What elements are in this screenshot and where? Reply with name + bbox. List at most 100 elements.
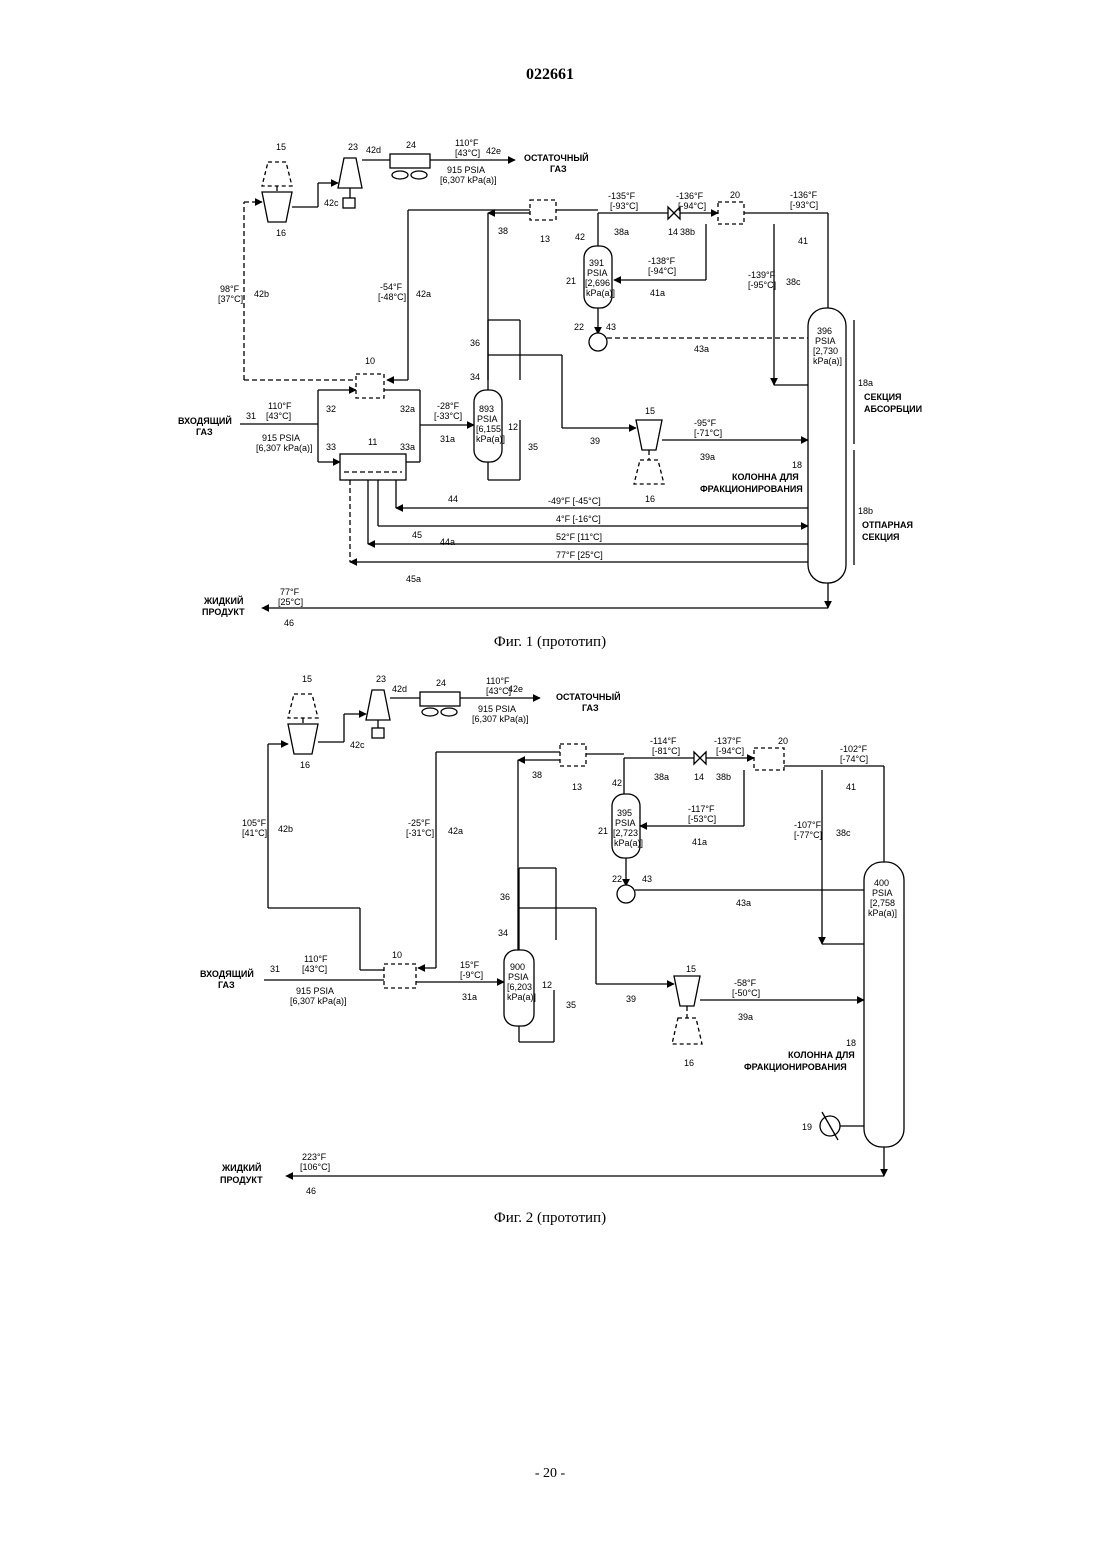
- svg-text:400: 400: [874, 878, 889, 888]
- svg-text:СЕКЦИЯ: СЕКЦИЯ: [862, 532, 900, 542]
- svg-text:ПРОДУКТ: ПРОДУКТ: [220, 1175, 263, 1185]
- svg-text:35: 35: [566, 1000, 576, 1010]
- svg-text:20: 20: [778, 736, 788, 746]
- svg-text:[43°C]: [43°C]: [486, 686, 511, 696]
- svg-text:[6,307 kPa(a)]: [6,307 kPa(a)]: [290, 996, 347, 1006]
- svg-text:ПРОДУКТ: ПРОДУКТ: [202, 607, 245, 617]
- heat-exchanger-13: [530, 200, 556, 220]
- svg-text:18: 18: [846, 1038, 856, 1048]
- svg-text:kPa(a)]: kPa(a)]: [813, 356, 842, 366]
- svg-text:223°F: 223°F: [302, 1152, 327, 1162]
- tag-22: 22: [574, 322, 584, 332]
- svg-text:16: 16: [300, 760, 310, 770]
- svg-text:39a: 39a: [738, 1012, 753, 1022]
- svg-text:ГАЗ: ГАЗ: [218, 980, 235, 990]
- svg-text:395: 395: [617, 808, 632, 818]
- compressor-23-fig2: [366, 690, 390, 720]
- tag-13: 13: [540, 234, 550, 244]
- svg-text:893: 893: [479, 404, 494, 414]
- svg-text:kPa(a)]: kPa(a)]: [868, 908, 897, 918]
- svg-text:[-81°C]: [-81°C]: [652, 746, 680, 756]
- svg-text:[25°C]: [25°C]: [278, 597, 303, 607]
- tag-15: 15: [276, 142, 286, 152]
- residue-pressure: 915 PSIA: [447, 165, 485, 175]
- svg-text:-58°F: -58°F: [734, 978, 757, 988]
- compressor-16: [262, 192, 292, 222]
- tag-44: 44: [448, 494, 458, 504]
- svg-text:[6,307 kPa(a)]: [6,307 kPa(a)]: [472, 714, 529, 724]
- tag-18a: 18a: [858, 378, 873, 388]
- tag-33: 33: [326, 442, 336, 452]
- svg-text:[43°C]: [43°C]: [302, 964, 327, 974]
- svg-text:391: 391: [589, 258, 604, 268]
- svg-text:15: 15: [302, 674, 312, 684]
- tag-42b: 42b: [254, 289, 269, 299]
- figure-1-caption: Фиг. 1 (прототип): [0, 634, 1100, 651]
- svg-text:43a: 43a: [736, 898, 751, 908]
- air-cooler-24: [390, 154, 430, 168]
- tag-44a: 44a: [440, 537, 455, 547]
- stripping-section-label: ОТПАРНАЯ: [862, 520, 913, 530]
- svg-text:13: 13: [572, 782, 582, 792]
- svg-text:[6,203: [6,203: [507, 982, 532, 992]
- expander-15-fig2: [674, 976, 700, 1006]
- tag-35: 35: [528, 442, 538, 452]
- tag-33a: 33a: [400, 442, 415, 452]
- heat-exchanger-10-fig2: [384, 964, 416, 988]
- s38a-temp: -135°F: [608, 191, 636, 201]
- s42b-temp: 98°F: [220, 284, 240, 294]
- tag-41: 41: [798, 236, 808, 246]
- tag-20: 20: [730, 190, 740, 200]
- svg-text:kPa(a)]: kPa(a)]: [614, 838, 643, 848]
- figure-1: 15 16 23 24 42d 42e 42c 110°F [43°C] 915…: [178, 138, 922, 628]
- tag-24: 24: [406, 140, 416, 150]
- tag-38a: 38a: [614, 227, 629, 237]
- svg-text:77°F: 77°F: [280, 587, 300, 597]
- tag-36: 36: [470, 338, 480, 348]
- svg-text:915 PSIA: 915 PSIA: [296, 986, 334, 996]
- tag-16: 16: [276, 228, 286, 238]
- svg-text:PSIA: PSIA: [872, 888, 893, 898]
- svg-text:19: 19: [802, 1122, 812, 1132]
- residue-gas-label: ОСТАТОЧНЫЙ: [524, 152, 589, 163]
- air-cooler-24-fig2: [420, 692, 460, 706]
- tag-42a: 42a: [416, 289, 431, 299]
- svg-text:[-71°C]: [-71°C]: [694, 428, 722, 438]
- heat-exchanger-10: [356, 374, 384, 398]
- svg-text:110°F: 110°F: [304, 954, 328, 964]
- svg-text:[-95°C]: [-95°C]: [748, 280, 776, 290]
- svg-text:ГАЗ: ГАЗ: [550, 164, 567, 174]
- s42a-temp: -54°F: [380, 282, 403, 292]
- tag-42: 42: [575, 232, 585, 242]
- svg-text:16: 16: [684, 1058, 694, 1068]
- svg-text:[2,730: [2,730: [813, 346, 838, 356]
- tag-31: 31: [246, 411, 256, 421]
- column-label: КОЛОННА ДЛЯ: [732, 472, 799, 482]
- svg-text:kPa(a)]: kPa(a)]: [476, 434, 505, 444]
- svg-text:110°F: 110°F: [486, 676, 510, 686]
- svg-text:ФРАКЦИОНИРОВАНИЯ: ФРАКЦИОНИРОВАНИЯ: [700, 484, 803, 494]
- svg-text:PSIA: PSIA: [587, 268, 608, 278]
- tag-46: 46: [284, 618, 294, 628]
- svg-text:900: 900: [510, 962, 525, 972]
- svg-text:42: 42: [612, 778, 622, 788]
- svg-text:24: 24: [436, 678, 446, 688]
- svg-text:77°F [25°C]: 77°F [25°C]: [556, 550, 603, 560]
- svg-text:ОСТАТОЧНЫЙ: ОСТАТОЧНЫЙ: [556, 691, 621, 702]
- svg-text:[43°C]: [43°C]: [455, 148, 480, 158]
- svg-text:[-53°C]: [-53°C]: [688, 814, 716, 824]
- tag-39a: 39a: [700, 452, 715, 462]
- svg-text:10: 10: [392, 950, 402, 960]
- svg-text:46: 46: [306, 1186, 316, 1196]
- figure-2-caption: Фиг. 2 (прототип): [0, 1210, 1100, 1227]
- svg-text:[41°C]: [41°C]: [242, 828, 267, 838]
- svg-text:396: 396: [817, 326, 832, 336]
- svg-text:-95°F: -95°F: [694, 418, 717, 428]
- svg-text:105°F: 105°F: [242, 818, 267, 828]
- svg-text:22: 22: [612, 874, 622, 884]
- svg-text:42d: 42d: [392, 684, 407, 694]
- svg-text:[-33°C]: [-33°C]: [434, 411, 462, 421]
- tag-31a: 31a: [440, 434, 455, 444]
- tag-34: 34: [470, 372, 480, 382]
